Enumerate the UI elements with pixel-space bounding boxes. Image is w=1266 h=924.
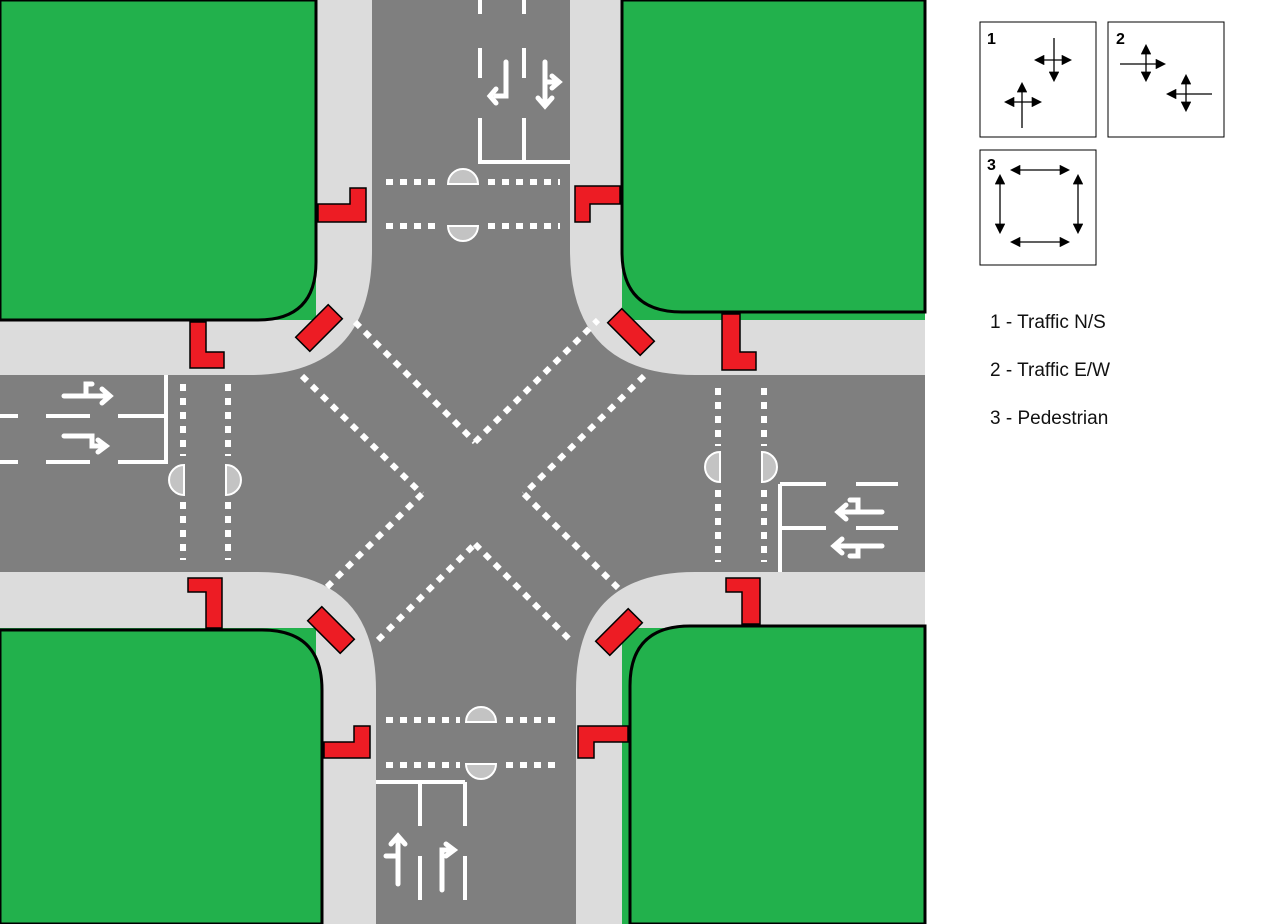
road-surface	[0, 0, 925, 924]
legend-item-3: 3 - Pedestrian	[990, 408, 1109, 429]
east-west-traffic-arrows	[1120, 43, 1212, 113]
lane-markings	[0, 0, 898, 900]
pedestrian-crossing-arrows	[994, 164, 1084, 248]
refuge-islands	[168, 168, 778, 780]
phase-box-3: 3	[979, 149, 1097, 266]
road-arrows	[61, 59, 885, 893]
grass-corners	[0, 0, 927, 924]
tactile-paving	[187, 185, 761, 759]
phase-box-3-number: 3	[987, 157, 996, 174]
crosswalk-dotted-lines	[180, 179, 767, 768]
north-south-traffic-arrows	[1003, 38, 1073, 128]
legend-item-2: 2 - Traffic E/W	[990, 360, 1111, 381]
phase-box-2: 2	[1107, 21, 1225, 138]
phase-box-2-number: 2	[1116, 31, 1125, 48]
legend-item-1: 1 - Traffic N/S	[990, 312, 1106, 333]
phase-box-1-number: 1	[987, 31, 996, 48]
phase-box-1: 1	[979, 21, 1097, 138]
